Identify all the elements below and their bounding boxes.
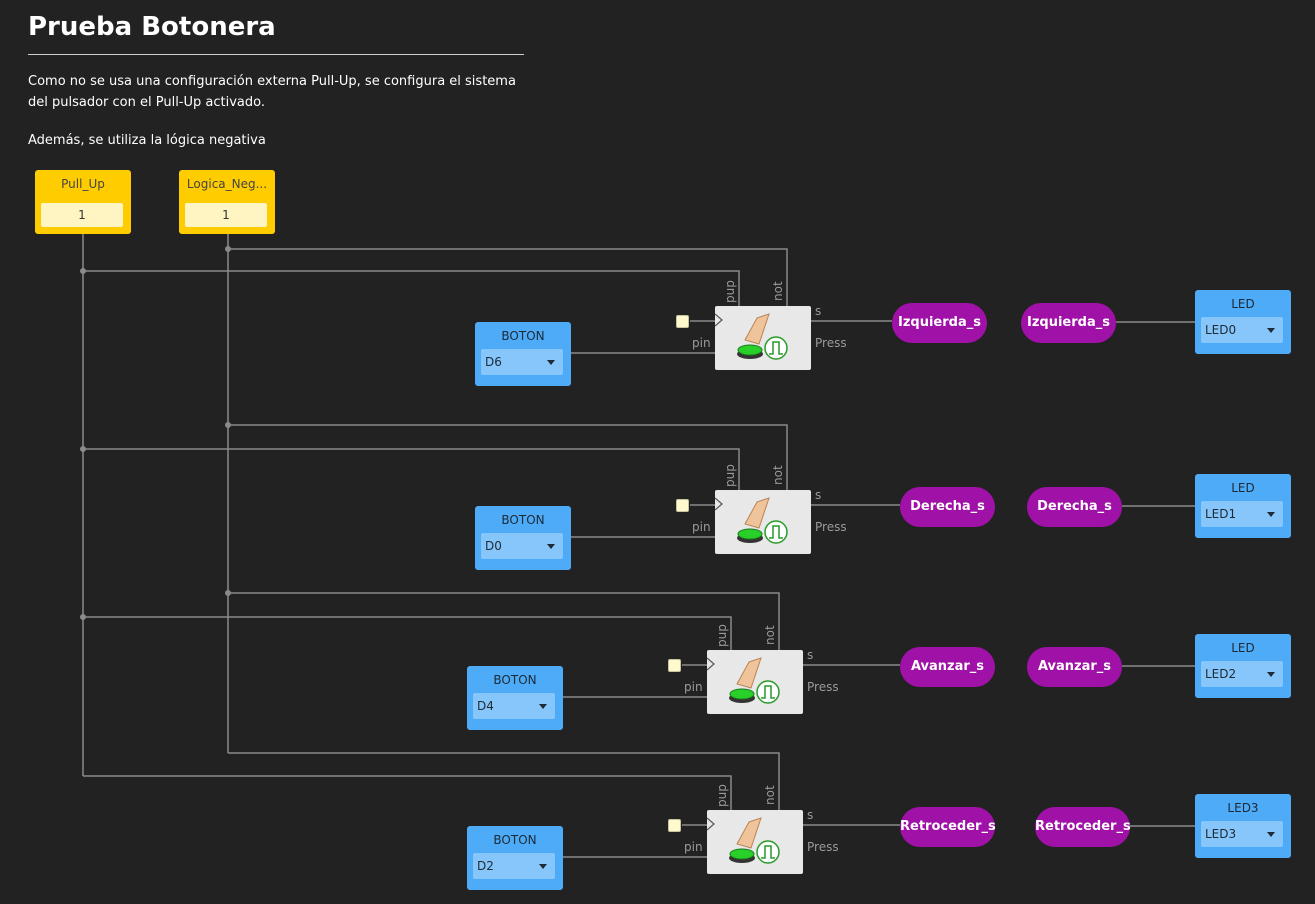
pin-select[interactable]: LED2 [1201, 661, 1283, 687]
title-divider [28, 54, 524, 55]
pin-select[interactable]: LED0 [1201, 317, 1283, 343]
block-label: BOTON [501, 329, 545, 343]
block-label: BOTON [493, 833, 537, 847]
led-output-block[interactable]: LED LED2 [1195, 634, 1291, 698]
pin-select-value: D2 [477, 859, 494, 873]
port-not-label: not [771, 465, 785, 485]
port-s-label: s [815, 488, 822, 502]
pushbutton-icon [715, 313, 788, 360]
pin-select-value: D0 [485, 539, 502, 553]
chevron-down-icon [1267, 832, 1275, 837]
port-pin-label: pin [684, 680, 703, 694]
pin-select-value: D6 [485, 355, 502, 369]
port-s-label: s [815, 304, 822, 318]
input-tag[interactable]: Avanzar_s [1027, 647, 1122, 687]
port-pin-label: pin [692, 336, 711, 350]
pin-select[interactable]: D2 [473, 853, 555, 879]
constant-name: Logica_Neg... [186, 177, 268, 191]
led-output-block[interactable]: LED LED1 [1195, 474, 1291, 538]
chevron-down-icon [1267, 512, 1275, 517]
port-press-label: Press [807, 680, 839, 694]
input-tag[interactable]: Retroceder_s [1035, 807, 1131, 847]
output-tag[interactable]: Avanzar_s [900, 647, 995, 687]
pushbutton-icon [707, 817, 780, 864]
chevron-down-icon [539, 704, 547, 709]
block-label: LED [1231, 297, 1255, 311]
button-module[interactable] [707, 650, 803, 714]
pin-select[interactable]: D4 [473, 693, 555, 719]
block-label: BOTON [493, 673, 537, 687]
pin-select[interactable]: D0 [481, 533, 563, 559]
pin-select[interactable]: LED1 [1201, 501, 1283, 527]
port-press-label: Press [815, 520, 847, 534]
chevron-down-icon [1267, 328, 1275, 333]
chevron-down-icon [1267, 672, 1275, 677]
button-module[interactable] [715, 306, 811, 370]
port-s-label: s [807, 648, 814, 662]
note-paragraph: Además, se utiliza la lógica negativa [28, 133, 266, 148]
chevron-down-icon [539, 864, 547, 869]
port-pin-label: pin [684, 840, 703, 854]
port-not-label: not [771, 281, 785, 301]
pin-select[interactable]: LED3 [1201, 821, 1283, 847]
pin-select-value: LED0 [1205, 323, 1237, 337]
block-label: LED [1231, 481, 1255, 495]
port-pup-label: pup [715, 624, 729, 647]
pushbutton-icon [715, 497, 788, 544]
boton-input-block[interactable]: BOTON D4 [467, 666, 563, 730]
pin-select-value: LED3 [1205, 827, 1237, 841]
output-tag[interactable]: Derecha_s [900, 487, 995, 527]
block-label: BOTON [501, 513, 545, 527]
output-tag[interactable]: Retroceder_s [900, 807, 996, 847]
port-pin-label: pin [692, 520, 711, 534]
clock-input-square[interactable] [676, 499, 689, 512]
led-output-block[interactable]: LED LED0 [1195, 290, 1291, 354]
port-press-label: Press [815, 336, 847, 350]
pin-select-value: LED1 [1205, 507, 1237, 521]
input-tag[interactable]: Derecha_s [1027, 487, 1122, 527]
pin-select-value: D4 [477, 699, 494, 713]
port-press-label: Press [807, 840, 839, 854]
button-module[interactable] [715, 490, 811, 554]
chevron-down-icon [547, 544, 555, 549]
document-title: Prueba Botonera [28, 12, 276, 42]
constant-name: Pull_Up [61, 177, 105, 191]
boton-input-block[interactable]: BOTON D2 [467, 826, 563, 890]
clock-input-square[interactable] [668, 659, 681, 672]
constant-pull-up[interactable]: Pull_Up 1 [35, 170, 131, 234]
constant-value[interactable]: 1 [185, 203, 267, 227]
button-module[interactable] [707, 810, 803, 874]
input-tag[interactable]: Izquierda_s [1021, 303, 1116, 343]
led-output-block[interactable]: LED3 LED3 [1195, 794, 1291, 858]
port-pup-label: pup [723, 464, 737, 487]
port-s-label: s [807, 808, 814, 822]
chevron-down-icon [547, 360, 555, 365]
constant-logica-negativa[interactable]: Logica_Neg... 1 [179, 170, 275, 234]
clock-input-square[interactable] [676, 315, 689, 328]
boton-input-block[interactable]: BOTON D6 [475, 322, 571, 386]
block-label: LED [1231, 641, 1255, 655]
pushbutton-icon [707, 657, 780, 704]
constant-value[interactable]: 1 [41, 203, 123, 227]
pin-select-value: LED2 [1205, 667, 1237, 681]
output-tag[interactable]: Izquierda_s [892, 303, 987, 343]
block-label: LED3 [1227, 801, 1259, 815]
boton-input-block[interactable]: BOTON D0 [475, 506, 571, 570]
port-pup-label: pup [723, 280, 737, 303]
port-pup-label: pup [715, 784, 729, 807]
clock-input-square[interactable] [668, 819, 681, 832]
port-not-label: not [763, 785, 777, 805]
pin-select[interactable]: D6 [481, 349, 563, 375]
description-paragraph: Como no se usa una configuración externa… [28, 74, 516, 110]
port-not-label: not [763, 625, 777, 645]
